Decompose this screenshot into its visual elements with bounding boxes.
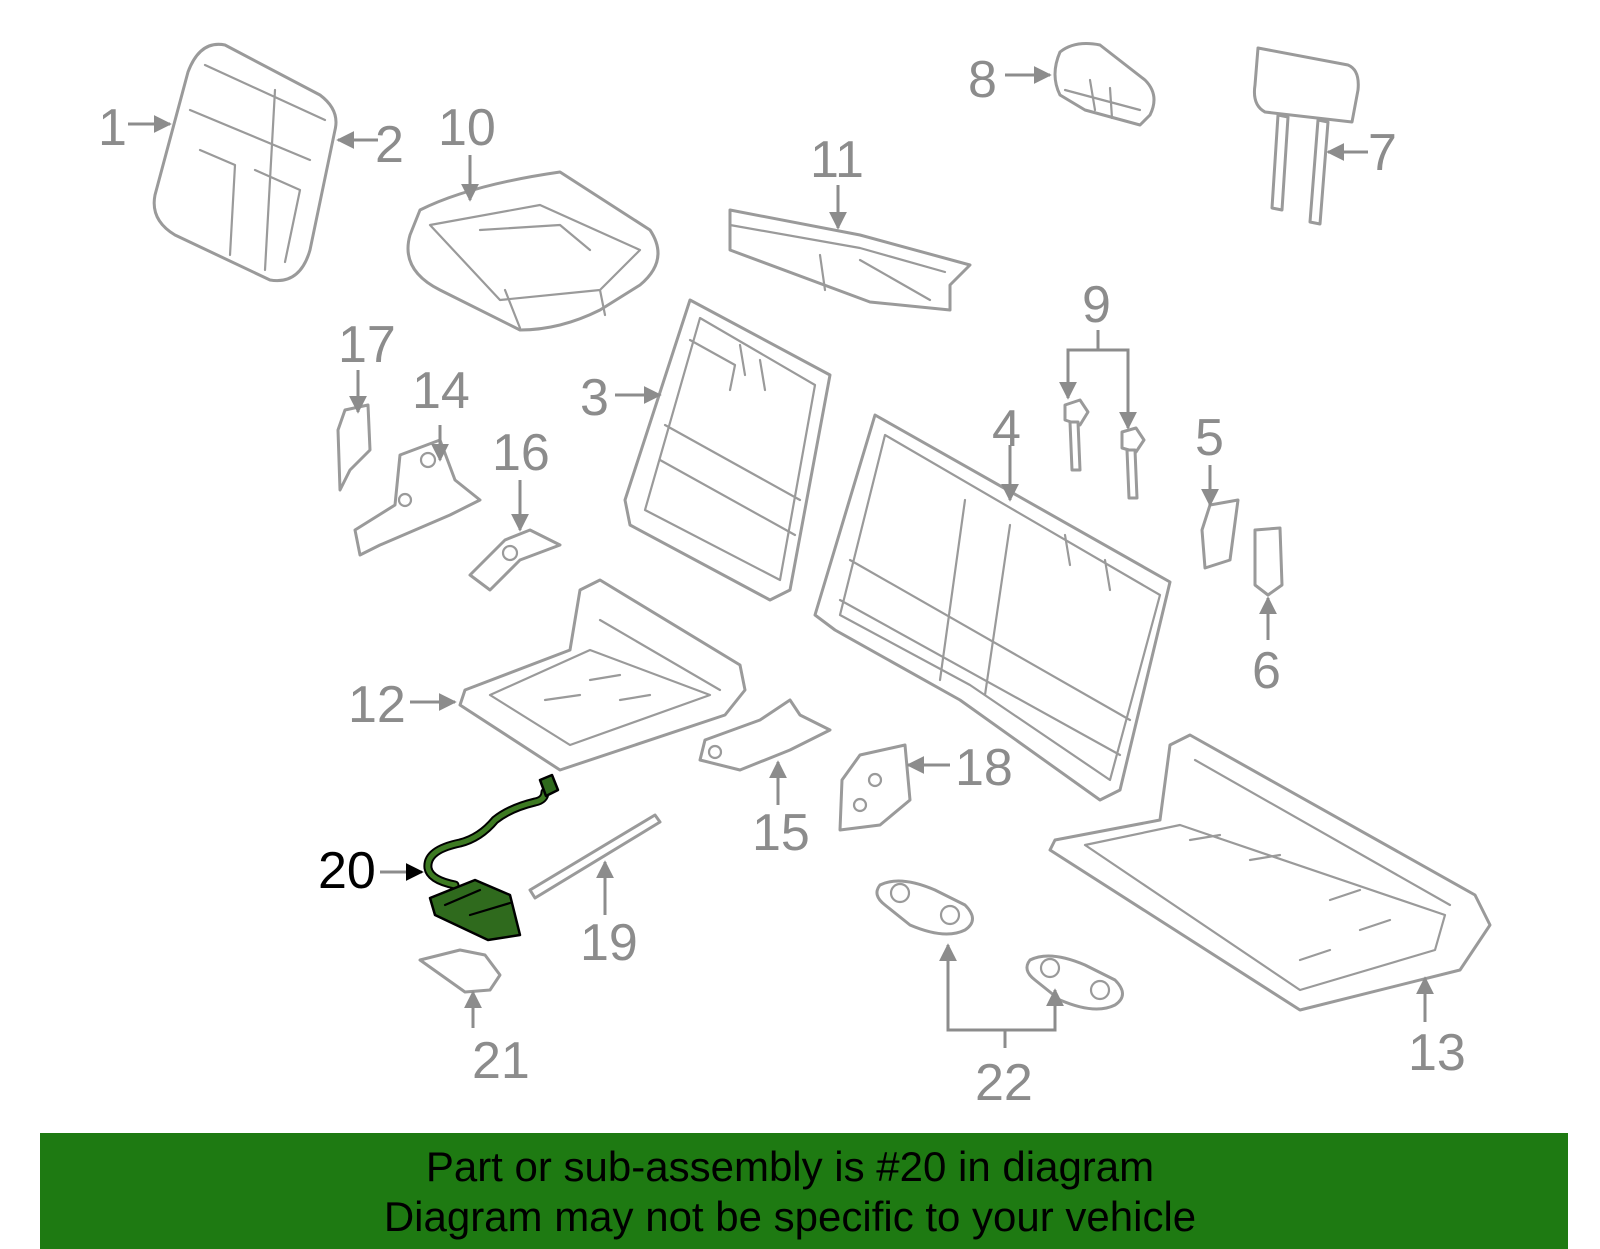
- info-banner: Part or sub-assembly is #20 in diagram D…: [40, 1133, 1568, 1249]
- callout-6: 6: [1252, 642, 1281, 700]
- callout-10: 10: [438, 99, 496, 157]
- callout-13: 13: [1408, 1024, 1466, 1082]
- leader-lines: [128, 66, 1434, 1048]
- bracket-14-part[interactable]: [353, 438, 482, 557]
- callout-14: 14: [412, 362, 470, 420]
- callout-7: 7: [1368, 124, 1397, 182]
- bolt-part[interactable]: [1063, 398, 1146, 500]
- seat-cushion-part[interactable]: [406, 170, 660, 332]
- banner-disclaimer: Diagram may not be specific to your vehi…: [383, 1193, 1197, 1240]
- callout-3: 3: [580, 369, 609, 427]
- callout-15: 15: [752, 804, 810, 862]
- bracket-18-part[interactable]: [838, 743, 912, 832]
- callout-labels: 1 2 3 4 5 6 7 8 9 10 11 12 13 14 15 16 1…: [98, 51, 1466, 1112]
- bracket-17-part[interactable]: [336, 403, 372, 492]
- left-seat-cushion-frame-part[interactable]: [458, 578, 747, 772]
- left-seat-back-frame-part[interactable]: [623, 298, 832, 602]
- cover-21-part[interactable]: [418, 948, 502, 994]
- pad-part[interactable]: [875, 879, 1124, 1011]
- callout-18: 18: [955, 739, 1013, 797]
- callout-2: 2: [375, 116, 404, 174]
- trim-panel-part[interactable]: [728, 208, 972, 312]
- callout-8: 8: [968, 51, 997, 109]
- callout-20: 20: [318, 842, 376, 900]
- callout-16: 16: [492, 424, 550, 482]
- right-seat-cushion-frame-part[interactable]: [1048, 733, 1492, 1012]
- bracket-5-part[interactable]: [1200, 498, 1240, 570]
- callout-1: 1: [98, 99, 127, 157]
- wiring-harness-part-20[interactable]: [423, 773, 560, 942]
- callout-9: 9: [1082, 276, 1111, 334]
- headrest-cover-part[interactable]: [1053, 42, 1156, 127]
- callout-21: 21: [472, 1032, 530, 1090]
- callout-12: 12: [348, 676, 406, 734]
- right-seat-back-frame-part[interactable]: [813, 413, 1172, 802]
- bracket-15-part[interactable]: [698, 698, 832, 772]
- rod-part[interactable]: [528, 813, 662, 900]
- callout-11: 11: [810, 131, 864, 189]
- callout-17: 17: [338, 316, 396, 374]
- bracket-6-part[interactable]: [1253, 526, 1284, 597]
- callout-19: 19: [580, 914, 638, 972]
- bracket-16-part[interactable]: [468, 528, 562, 592]
- headrest-part[interactable]: [1253, 46, 1360, 226]
- callout-5: 5: [1195, 409, 1224, 467]
- banner-part-info: Part or sub-assembly is #20 in diagram: [425, 1143, 1155, 1190]
- callout-22: 22: [975, 1054, 1033, 1112]
- callout-4: 4: [992, 400, 1021, 458]
- seat-back-cover-part[interactable]: [152, 42, 338, 283]
